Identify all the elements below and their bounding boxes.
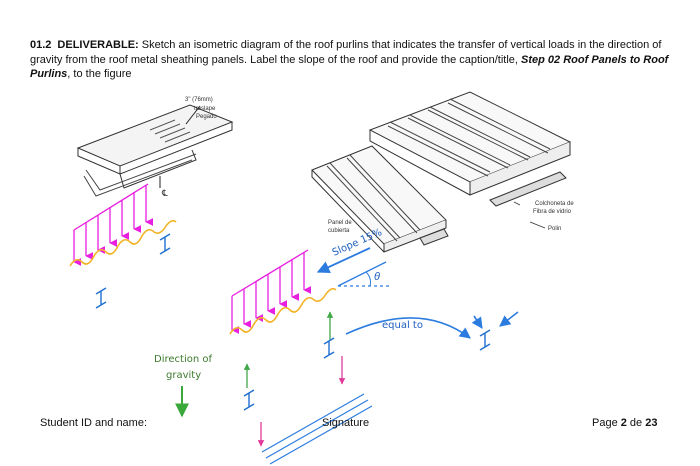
theta-label: θ xyxy=(374,271,380,283)
figure-caption: Step 02 Roof Panels to Roof Purlins xyxy=(30,53,669,81)
page-current: 2 xyxy=(620,417,627,429)
task-text-end: , to the figure xyxy=(67,68,132,80)
load-arrows-group-1 xyxy=(73,183,154,266)
detail-overlap-size: 3" (76mm) xyxy=(185,97,213,103)
purlin-sections xyxy=(243,329,491,411)
equal-to-arrow xyxy=(345,317,471,339)
panel-wave-1 xyxy=(69,219,177,267)
page-sep: de xyxy=(626,417,646,429)
roof-panels-drawing xyxy=(311,91,572,253)
equal-to-label: equal to xyxy=(382,320,423,331)
student-id-label: Student ID and name: xyxy=(40,417,148,429)
panel-wave-2 xyxy=(229,287,337,335)
page-total: 23 xyxy=(645,417,658,429)
label-panel-line2: cubierta xyxy=(328,228,350,234)
detail-pegado: Pegado xyxy=(196,114,217,120)
converging-arrows xyxy=(471,311,519,329)
reaction-arrows xyxy=(243,311,346,447)
load-arrows-group-2 xyxy=(231,249,312,334)
page-prefix: Page xyxy=(592,417,621,429)
page-indicator: Page 2 de 23 xyxy=(592,417,657,429)
label-insulation-line2: Fibra de vidrio xyxy=(533,209,572,215)
signature-label: Signature xyxy=(322,417,370,429)
purlin-lines xyxy=(261,393,373,465)
purlin-icon xyxy=(95,233,171,309)
detail-traslape: traslape xyxy=(194,106,216,112)
label-panel-line1: Panel de xyxy=(328,220,352,226)
overlap-detail-drawing xyxy=(76,104,234,197)
label-purlin: Polin xyxy=(548,226,561,232)
slope-indicator xyxy=(316,247,392,287)
task-number: 01.2 xyxy=(30,39,52,51)
gravity-label-line1: Direction of xyxy=(154,354,212,365)
label-insulation-line1: Colchoneta de xyxy=(535,201,574,207)
task-description: 01.2 DELIVERABLE: Sketch an isometric dia… xyxy=(30,38,670,82)
deliverable-label: DELIVERABLE: xyxy=(57,39,139,51)
gravity-label-line2: gravity xyxy=(166,370,201,381)
centerline-symbol: ℄ xyxy=(161,188,168,198)
task-text: Sketch an isometric diagram of the roof … xyxy=(30,39,662,66)
